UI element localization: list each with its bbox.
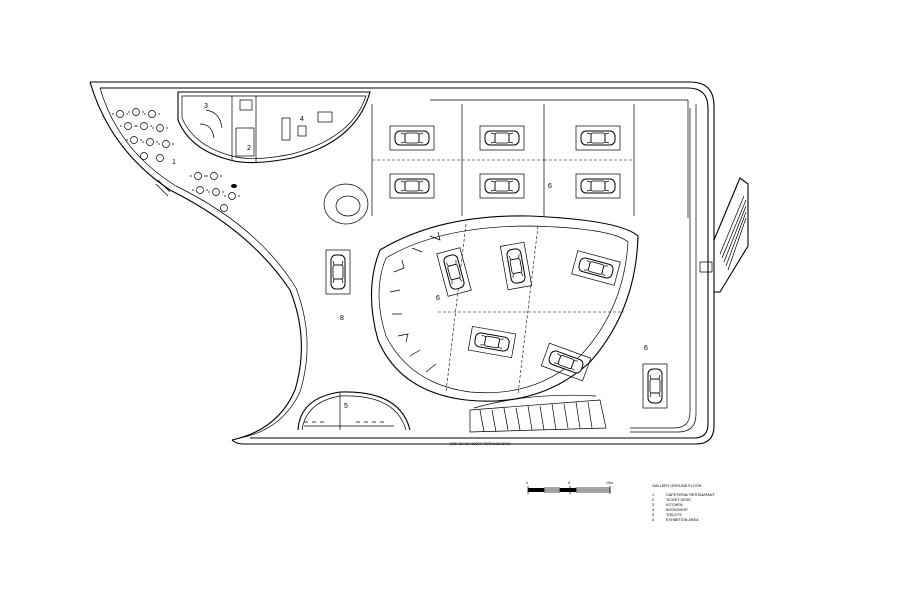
legend-item-text: CAFETERIA/ RESTAURANT: [666, 493, 716, 497]
room-label-ticket-desk: 2: [247, 145, 251, 152]
car-top-row-3: [575, 125, 621, 151]
legend-item-number: 3: [652, 503, 654, 507]
legend: GALLERY GROUND FLOOR 1 CAFETERIA/ RESTAUR…: [652, 484, 716, 522]
car-oval-2: [499, 241, 533, 291]
cars-layer: [325, 125, 668, 409]
legend-item-text: KITCHEN: [666, 503, 683, 507]
room-label-bookshop: 4: [300, 116, 304, 123]
legend-item-text: TOILETS: [666, 513, 682, 517]
car-second-row-2: [479, 173, 525, 199]
car-oval-5: [540, 342, 592, 382]
car-oval-4: [467, 325, 517, 359]
oval-platform: [370, 215, 639, 402]
car-oval-1: [436, 247, 472, 297]
scale-tick-0: 0: [526, 481, 528, 485]
legend-item-text: TICKET DESK: [666, 498, 691, 502]
toilets-block: [297, 391, 411, 431]
outer-wall: [89, 81, 715, 445]
room-label-cafeteria: 1: [172, 159, 176, 166]
room-label-exhibition-top: 6: [548, 183, 552, 190]
room-label-toilets: 5: [344, 403, 348, 410]
car-oval-3: [571, 250, 621, 286]
car-right: [642, 363, 668, 409]
scale-tick-10m: 10m: [606, 481, 613, 485]
car-top-row-2: [479, 125, 525, 151]
legend-item-text: EXHIBITION AREA: [666, 518, 699, 522]
legend-item-number: 2: [652, 498, 654, 502]
room-label-exhibition-right: 6: [644, 345, 648, 352]
service-block: [177, 91, 371, 164]
car-second-row-1: [389, 173, 435, 199]
cafeteria-tables: [112, 108, 240, 212]
legend-item-text: BOOKSHOP: [666, 508, 688, 512]
top-bays: [371, 99, 689, 218]
scale-bar: 0 5 10m: [526, 481, 613, 494]
legend-title: GALLERY GROUND FLOOR: [652, 484, 702, 488]
car-top-row-1: [389, 125, 435, 151]
right-stair: [699, 177, 749, 293]
entrance-note: SEE SK SN-10000 TERRACE.DWG: [450, 442, 511, 446]
entrance-ramp: [469, 394, 607, 433]
scale-tick-5: 5: [568, 481, 570, 485]
car-lobby: [325, 249, 351, 295]
lobby-feature: [323, 183, 369, 225]
room-label-exhibition-center: 6: [436, 295, 440, 302]
legend-item-number: 6: [652, 518, 654, 522]
legend-item-number: 1: [652, 493, 654, 497]
room-label-kitchen: 3: [204, 103, 208, 110]
legend-item-number: 5: [652, 513, 654, 517]
car-second-row-3: [575, 173, 621, 199]
legend-item-number: 4: [652, 508, 654, 512]
lobby-feature-inner: [335, 195, 361, 217]
room-label-lobby: 8: [340, 315, 344, 322]
